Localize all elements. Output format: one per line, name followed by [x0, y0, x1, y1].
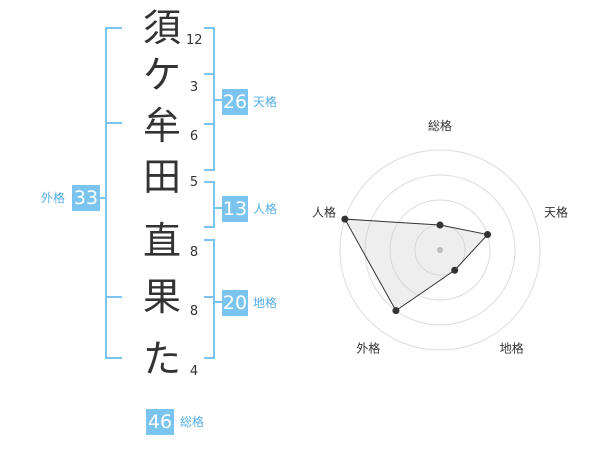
- stroke-count-2: 3: [189, 80, 199, 95]
- chikaku-label: 地格: [253, 296, 278, 310]
- stroke-count-1: 12: [186, 33, 203, 48]
- radar-area: [344, 218, 489, 312]
- radar-axis-label-1: 総格: [428, 118, 452, 133]
- name-char-4: 田: [142, 155, 181, 199]
- radar-axis-label-4: 外格: [356, 341, 380, 356]
- radar-ring-2: [389, 199, 491, 301]
- radar-point-2: [484, 231, 492, 239]
- radar-point-4: [392, 307, 400, 315]
- soukaku-label: 総格: [180, 415, 205, 429]
- jinkaku-bracket: [204, 181, 215, 228]
- name-char-2: ケ: [142, 53, 181, 97]
- jinkaku-value: 13: [222, 196, 248, 222]
- stroke-count-6: 8: [189, 304, 199, 319]
- tenkaku-label: 天格: [253, 95, 278, 109]
- stroke-count-4: 5: [189, 175, 199, 190]
- gaikaku-value: 33: [72, 185, 100, 211]
- radar-point-1: [436, 221, 444, 229]
- radar-axis-label-2: 天格: [544, 204, 568, 219]
- jinkaku-label: 人格: [253, 202, 278, 216]
- gaikaku-label: 外格: [41, 191, 66, 205]
- radar-axis-label-5: 人格: [312, 204, 336, 219]
- radar-point-3: [451, 266, 459, 274]
- name-char-1: 須: [142, 6, 181, 50]
- stroke-count-5: 8: [189, 245, 199, 260]
- soukaku-value: 46: [146, 409, 174, 435]
- radar-center: [437, 247, 443, 253]
- radar-point-5: [341, 215, 349, 223]
- name-char-3: 牟: [142, 104, 181, 148]
- name-char-5: 直: [142, 219, 181, 263]
- stroke-count-7: 4: [189, 364, 199, 379]
- radar-axis-label-3: 地格: [500, 341, 524, 356]
- stroke-count-3: 6: [189, 129, 199, 144]
- radar-ring-3: [364, 174, 516, 326]
- name-char-6: 果: [142, 275, 181, 319]
- tenkaku-value: 26: [222, 89, 248, 115]
- name-char-7: た: [142, 337, 181, 381]
- chikaku-bracket: [204, 239, 215, 359]
- gaikaku-bracket: [105, 27, 122, 359]
- chikaku-value: 20: [222, 290, 248, 316]
